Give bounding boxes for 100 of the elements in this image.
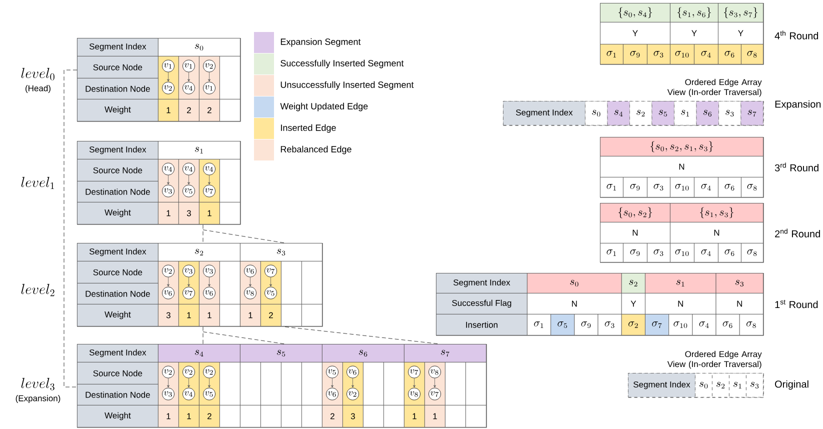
table-cell: $\sigma_1$ <box>600 177 624 198</box>
table-cell: $s_3$ <box>718 101 742 126</box>
table-cell: 1 <box>158 405 179 428</box>
table-cell: $\sigma_4$ <box>694 243 718 262</box>
table-cell: $\sigma_4$ <box>694 44 718 64</box>
level-label: $level_0$ <box>21 68 54 80</box>
table-cell: $\sigma_9$ <box>623 44 648 64</box>
table-cell: $s_2$ <box>630 101 652 126</box>
table-cell: $s_3$ <box>240 243 322 262</box>
table-cell: $s_3$ <box>746 373 764 398</box>
table-cell: 1 <box>178 304 200 326</box>
header-cell: Segment Index <box>436 273 528 294</box>
table-cell: 2 <box>260 304 282 326</box>
dashed-line <box>202 230 286 244</box>
table-cell: $\sigma_8$ <box>741 177 764 198</box>
table-cell: $s_1$ <box>158 141 240 160</box>
table-cell: 1 <box>158 99 179 122</box>
arrow <box>270 277 272 287</box>
table-cell: Y <box>600 22 670 44</box>
table-cell: N <box>716 293 764 314</box>
header-cell: Source Node <box>77 159 158 182</box>
table-cell: $\sigma_9$ <box>623 177 648 198</box>
header-cell: Segment Index <box>77 344 158 362</box>
header-cell: Source Node <box>77 56 158 78</box>
level-note: (Expansion) <box>16 395 60 403</box>
level-note: (Head) <box>26 85 50 93</box>
table-cell: Y <box>670 22 718 44</box>
header-cell: Segment Index <box>77 38 158 56</box>
arrow <box>413 378 416 388</box>
level-label: $level_1$ <box>21 176 54 190</box>
header-cell: Destination Node <box>77 384 158 406</box>
table-cell: 1 <box>404 405 425 428</box>
table-cell: $s_2$ <box>621 273 646 294</box>
table-cell: $\{s_0, s_2, s_1, s_3\}$ <box>600 137 764 156</box>
header-cell: Successful Flag <box>436 293 528 314</box>
level-label: $level_3$ <box>21 378 54 390</box>
table-cell: 2 <box>178 99 200 122</box>
legend-label: Expansion Segment <box>280 38 361 47</box>
table-cell: 3 <box>158 304 179 326</box>
round-label: 4$^{th}$ Round <box>774 30 818 40</box>
header-cell: Segment Index <box>628 373 696 398</box>
table-cell: 2 <box>199 405 220 428</box>
table-cell: $s_6$ <box>696 101 719 126</box>
legend-label: Rebalanced Edge <box>280 146 352 154</box>
arrow <box>188 378 190 388</box>
table-cell: $s_7$ <box>740 101 764 126</box>
table-cell: $s_6$ <box>322 344 404 362</box>
table-cell: $\sigma_3$ <box>647 44 670 64</box>
bracket-line <box>64 70 78 388</box>
table-cell: 1 <box>158 202 179 224</box>
table-cell: $s_2$ <box>158 243 240 262</box>
table-cell: 3 <box>178 202 200 224</box>
arrow <box>208 378 210 388</box>
arrow <box>167 378 170 388</box>
dashed-line <box>202 332 286 344</box>
table-cell: $\sigma_4$ <box>692 314 716 336</box>
arrow <box>188 175 190 185</box>
table-cell: $\{s_0, s_4\}$ <box>600 3 670 22</box>
table-cell: $\sigma_8$ <box>741 44 764 64</box>
table-cell: Y <box>621 293 646 314</box>
table-cell: $\sigma_6$ <box>718 243 742 262</box>
arrow <box>167 175 170 185</box>
arrow <box>167 277 170 287</box>
table-cell: $\sigma_2$ <box>621 314 646 336</box>
round-label: 1$^{st}$ Round <box>775 300 818 308</box>
header-cell: Segment Index <box>503 101 586 126</box>
table-cell: $s_0$ <box>695 373 712 398</box>
arrow <box>208 175 210 185</box>
table-cell: $s_1$ <box>674 101 697 126</box>
table-cell: $\sigma_6$ <box>718 177 742 198</box>
table-cell: 1 <box>199 202 220 224</box>
header-cell: Weight <box>77 202 158 224</box>
arrow <box>249 277 252 287</box>
arrow <box>167 72 170 82</box>
table-cell: $\sigma_6$ <box>716 314 740 336</box>
table-cell: $s_1$ <box>729 373 746 398</box>
header-cell: Destination Node <box>77 181 158 202</box>
header-cell: Insertion <box>436 314 528 336</box>
header-cell: Weight <box>77 304 158 326</box>
legend-label: Weight Updated Edge <box>280 102 368 112</box>
table-cell: $s_5$ <box>240 344 322 362</box>
dashed-line <box>202 224 204 244</box>
header-cell: Destination Node <box>77 283 158 304</box>
table-cell: $\sigma_9$ <box>574 314 598 336</box>
header-cell: Segment Index <box>77 243 158 262</box>
dashed-line <box>202 326 204 344</box>
table-cell: $\{s_3, s_7\}$ <box>718 3 764 22</box>
table-cell: $\sigma_{10}$ <box>670 243 694 262</box>
table-cell: 2 <box>322 405 343 428</box>
arrow <box>188 72 190 82</box>
table-cell: $\{s_0, s_2\}$ <box>600 203 670 222</box>
table-cell: $s_4$ <box>607 101 630 126</box>
table-cell: $\sigma_{10}$ <box>668 314 693 336</box>
table-cell: $s_0$ <box>527 273 622 294</box>
table-cell: 1 <box>199 304 220 326</box>
header-cell: Source Node <box>77 362 158 384</box>
table-cell: 3 <box>342 405 364 428</box>
table-cell: $s_4$ <box>158 344 240 362</box>
header-cell: Weight <box>77 99 158 122</box>
level-label: $level_2$ <box>21 284 54 296</box>
